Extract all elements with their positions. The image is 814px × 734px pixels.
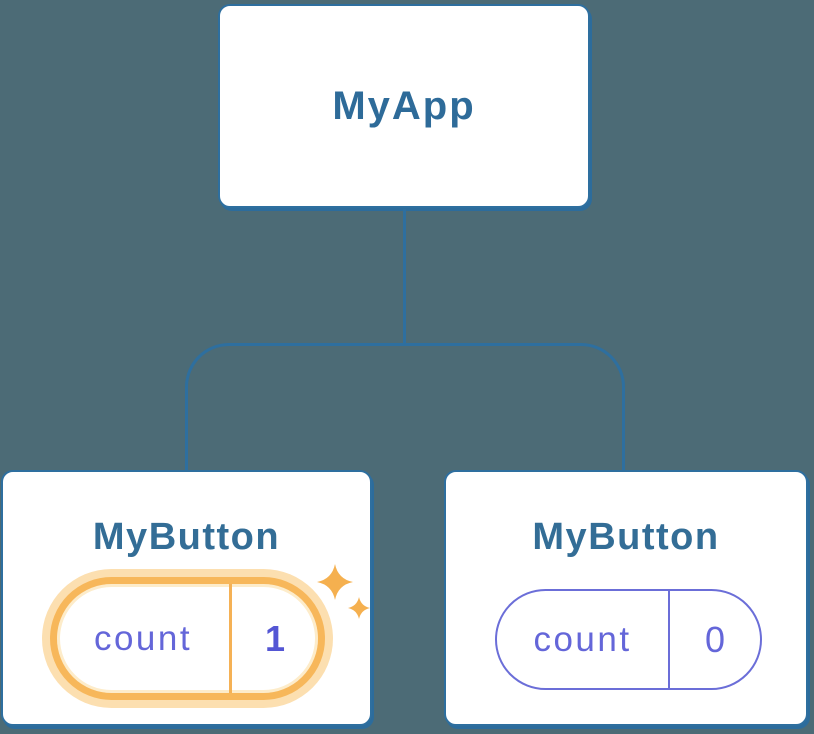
pill-divider (668, 591, 670, 688)
state-value: 1 (264, 617, 286, 659)
node-label-mybutton-default: MyButton (532, 516, 720, 558)
state-key: count (533, 619, 632, 659)
tree-node-mybutton-default: MyButton count 0 (444, 470, 808, 726)
sparkle-icon (317, 564, 370, 619)
connector-branch (185, 343, 625, 470)
state-pill-default: count 0 (495, 589, 762, 690)
node-label-myapp: MyApp (332, 83, 476, 128)
connector-stem (403, 209, 406, 345)
tree-node-myapp: MyApp (218, 4, 590, 208)
state-key: count (93, 618, 193, 658)
tree-node-mybutton-updated: MyButton count 1 (1, 470, 372, 726)
pill-divider (229, 584, 232, 693)
node-label-mybutton-updated: MyButton (92, 516, 281, 558)
state-value: 0 (704, 618, 726, 660)
state-pill-highlighted: count 1 (50, 577, 325, 700)
